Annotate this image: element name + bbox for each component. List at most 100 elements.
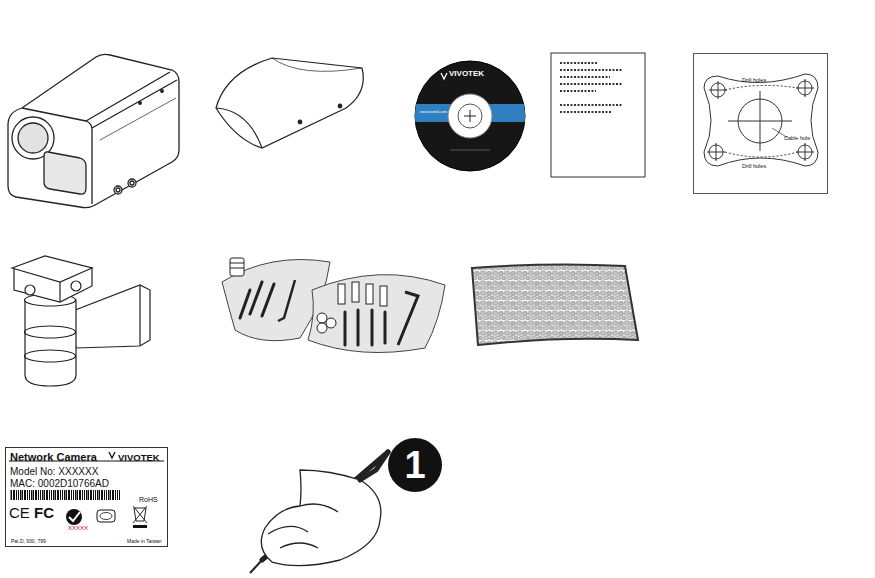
- label-graphics: [133, 525, 147, 528]
- screw-kit: [240, 290, 250, 318]
- sunshield: [338, 104, 342, 108]
- screw-kit: [317, 282, 387, 333]
- label-graphics: [97, 510, 115, 522]
- cd-print: VIVOTEK: [449, 70, 484, 78]
- cd-print: www.vivotek.com: [420, 111, 447, 115]
- wall-mount-bracket: [25, 326, 76, 338]
- wall-mount-bracket: [71, 281, 81, 291]
- label-graphics: [66, 509, 82, 525]
- wall-mount-bracket: [25, 285, 35, 295]
- camera-housing: [114, 186, 122, 194]
- screw-kit: [384, 312, 387, 343]
- screw-kit: [317, 313, 327, 323]
- quick-guide-sheet: [560, 83, 622, 85]
- screw-kit: [357, 310, 360, 345]
- quick-guide-sheet: [560, 76, 610, 78]
- camera-housing: [100, 98, 176, 140]
- label-text: VIVOTEK: [118, 453, 160, 463]
- quick-guide-sheet: [560, 69, 622, 71]
- label-graphics: [9, 452, 164, 528]
- label-graphics: [69, 512, 80, 521]
- hand-with-knife: [388, 438, 442, 492]
- software-cd: [450, 150, 490, 151]
- label-text: Model No: XXXXXX: [10, 467, 98, 477]
- sunshield: [272, 58, 362, 71]
- software-cd: [415, 61, 525, 171]
- camera-housing: [44, 152, 86, 194]
- screw-kit: [380, 286, 387, 306]
- screw-kit: [262, 284, 274, 316]
- label-text: Pat.D, 930, 799: [11, 539, 46, 544]
- software-cd: [448, 94, 492, 138]
- label-text: CE: [9, 505, 30, 520]
- mounting-template: [707, 143, 725, 161]
- wall-mount-bracket: [59, 282, 60, 302]
- mounting-template: [796, 143, 814, 161]
- template-note: Drill holes: [742, 164, 766, 170]
- screw-kit: [366, 284, 373, 304]
- hand-with-knife: [250, 438, 442, 573]
- camera-housing: [18, 123, 48, 153]
- camera-housing: [116, 188, 120, 192]
- screw-kit: [398, 292, 418, 345]
- hand-with-knife: [250, 560, 262, 573]
- screw-kit: [240, 282, 274, 318]
- label-graphics: [109, 452, 115, 458]
- screw-kit: [344, 312, 347, 345]
- wall-mount-bracket: [25, 350, 76, 362]
- screw-kit: [230, 258, 244, 276]
- quick-guide-sheet: [560, 111, 612, 113]
- hand-with-knife: [261, 470, 381, 566]
- sunshield: [216, 58, 363, 148]
- software-cd: [458, 104, 482, 128]
- quick-guide-sheet: [551, 53, 645, 177]
- screw-kit: [352, 282, 359, 302]
- template-note: Cable hole: [784, 136, 810, 142]
- screw-kit: [230, 263, 244, 268]
- mounting-template: [704, 74, 818, 166]
- wall-mount-bracket: [70, 285, 150, 348]
- sunshield: [216, 58, 363, 148]
- quick-guide-sheet: [560, 90, 596, 92]
- sunshield: [216, 108, 262, 148]
- camera-housing: [128, 179, 136, 187]
- camera-housing: [130, 181, 134, 185]
- screw-kit: [222, 258, 445, 353]
- label-text: RoHS: [139, 496, 158, 503]
- label-graphics: [10, 490, 120, 500]
- label-text: Made in Taiwan: [127, 539, 162, 544]
- mounting-template: [796, 79, 814, 97]
- software-cd: [441, 73, 447, 79]
- label-text: MAC: 0002D10766AD: [10, 479, 109, 489]
- camera-housing: [86, 72, 177, 128]
- mounting-template: [728, 91, 792, 151]
- screw-kit: [345, 310, 385, 345]
- hand-with-knife: [268, 504, 338, 548]
- label-text: Network Camera: [10, 452, 97, 463]
- wall-mount-bracket: [12, 256, 150, 386]
- wall-mount-bracket: [12, 256, 92, 282]
- sunshield: [298, 120, 302, 124]
- desiccant-bag: [472, 264, 638, 345]
- software-cd: [464, 110, 476, 122]
- template-note: Drill holes: [742, 78, 766, 84]
- label-graphics: [100, 513, 112, 520]
- wall-mount-bracket: [25, 300, 76, 386]
- label-text: XXXXX: [68, 525, 88, 531]
- quick-guide-sheet: [560, 63, 622, 112]
- callout-number: 1: [402, 446, 428, 484]
- quick-guide-sheet: [560, 62, 598, 64]
- quick-guide-sheet: [551, 53, 645, 177]
- mounting-template: [725, 85, 798, 157]
- camera-housing: [8, 54, 179, 207]
- software-cd: [415, 61, 525, 171]
- camera-housing: [161, 90, 164, 93]
- screw-kit: [317, 323, 327, 333]
- screw-kit: [308, 275, 445, 353]
- mounting-template-box: Drill holesCable holeDrill holes: [693, 53, 828, 194]
- quick-guide-sheet: [560, 104, 622, 106]
- wall-mount-bracket: [139, 285, 140, 346]
- hand-with-knife: [360, 452, 388, 480]
